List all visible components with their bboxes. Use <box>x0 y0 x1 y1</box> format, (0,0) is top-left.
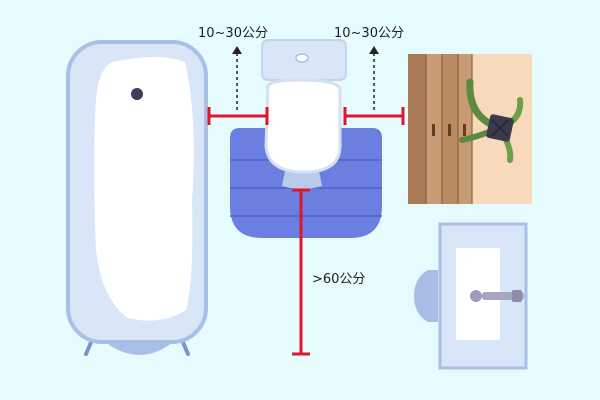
toilet-icon <box>261 39 347 189</box>
front-clearance-label: >60公分 <box>312 272 365 287</box>
cabinet-icon <box>408 54 532 204</box>
left-gap-measure <box>207 107 269 125</box>
bathtub-icon <box>66 40 208 356</box>
sink-icon <box>414 222 528 370</box>
flush-button-icon <box>295 53 309 63</box>
drain-icon <box>131 88 143 100</box>
right-gap-measure <box>343 107 405 125</box>
left-gap-label: 10~30公分 <box>198 26 268 41</box>
right-gap-label: 10~30公分 <box>334 26 404 41</box>
plant-icon <box>459 78 524 163</box>
front-clearance-measure <box>292 188 310 356</box>
